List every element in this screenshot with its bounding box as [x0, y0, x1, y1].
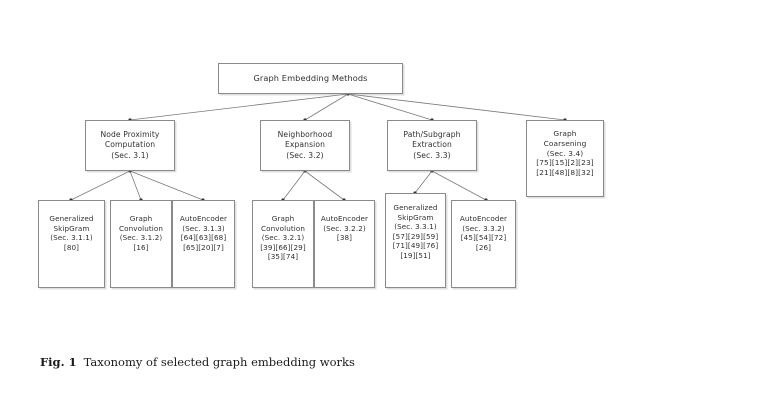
node-line: (Sec. 3.2.2): [323, 223, 366, 233]
node-path-subgraph-extraction[interactable]: Path/Subgraph Extraction (Sec. 3.3): [387, 120, 477, 171]
figure-caption-text: Taxonomy of selected graph embedding wor…: [83, 355, 355, 369]
node-line: AutoEncoder: [179, 214, 228, 223]
node-graph-embedding-methods[interactable]: Graph Embedding Methods: [218, 63, 403, 94]
node-node-proximity-computation[interactable]: Node Proximity Computation (Sec. 3.1): [85, 120, 175, 171]
node-line: Node Proximity: [100, 130, 160, 140]
node-line: Graph Embedding Methods: [253, 73, 368, 84]
node-line: (Sec. 3.4): [546, 148, 584, 158]
figure-caption: Fig. 1 Taxonomy of selected graph embeddi…: [40, 355, 355, 369]
node-autoencoder-313[interactable]: AutoEncoder (Sec. 3.1.3) [64][63][68] [6…: [172, 200, 235, 288]
node-line: (Sec. 3.1): [111, 150, 149, 160]
node-line: SkipGram: [53, 223, 90, 233]
node-line: (Sec. 3.1.1): [50, 233, 93, 242]
node-generalized-skipgram-331[interactable]: Generalized SkipGram (Sec. 3.3.1) [57][2…: [385, 193, 446, 288]
node-line: AutoEncoder: [320, 214, 369, 223]
node-citations: [21][48][8][32]: [536, 168, 594, 178]
node-line: (Sec. 3.1.2): [119, 233, 163, 242]
node-line: (Sec. 3.3.1): [394, 222, 437, 231]
node-line: Generalized: [393, 203, 438, 212]
node-citations: [16]: [133, 242, 149, 252]
node-line: AutoEncoder: [459, 214, 508, 223]
node-line: Extraction: [412, 140, 452, 150]
node-line: Graph: [129, 214, 153, 223]
node-line: Coarsening: [543, 138, 587, 148]
node-citations: [19][51]: [400, 250, 431, 260]
node-citations: [80]: [63, 242, 80, 252]
node-line: Generalized: [49, 214, 94, 223]
node-line: Graph: [553, 129, 577, 138]
node-citations: [65][20][7]: [183, 242, 224, 252]
figure-number: Fig. 1: [40, 355, 77, 369]
node-line: Neighborhood: [277, 130, 333, 140]
node-line: Graph: [271, 214, 295, 223]
node-autoencoder-322[interactable]: AutoEncoder (Sec. 3.2.2) [38]: [314, 200, 375, 288]
node-citations: [38]: [336, 233, 353, 242]
node-graph-convolution-312[interactable]: Graph Convolution (Sec. 3.1.2) [16]: [110, 200, 172, 288]
node-line: (Sec. 3.2): [286, 150, 324, 160]
node-citations: [39][66][29]: [260, 242, 306, 252]
node-line: Expansion: [284, 140, 325, 150]
node-line: SkipGram: [397, 212, 434, 222]
node-citations: [75][15][2][23]: [536, 158, 594, 168]
node-line: (Sec. 3.3): [413, 150, 451, 160]
node-neighborhood-expansion[interactable]: Neighborhood Expansion (Sec. 3.2): [260, 120, 350, 171]
node-line: Path/Subgraph: [403, 130, 461, 140]
node-line: (Sec. 3.1.3): [182, 223, 225, 233]
node-line: (Sec. 3.3.2): [462, 223, 505, 233]
node-citations: [35][74]: [267, 252, 299, 261]
node-line: Convolution: [260, 223, 306, 233]
node-generalized-skipgram-311[interactable]: Generalized SkipGram (Sec. 3.1.1) [80]: [38, 200, 105, 288]
node-line: (Sec. 3.2.1): [261, 233, 305, 242]
node-graph-convolution-321[interactable]: Graph Convolution (Sec. 3.2.1) [39][66][…: [252, 200, 314, 288]
node-graph-coarsening[interactable]: Graph Coarsening (Sec. 3.4) [75][15][2][…: [526, 120, 604, 197]
node-line: Computation: [104, 140, 156, 150]
node-citations: [71][49][76]: [392, 241, 439, 250]
node-citations: [26]: [475, 242, 492, 252]
node-citations: [45][54][72]: [460, 233, 507, 242]
node-citations: [64][63][68]: [180, 233, 227, 242]
node-line: Convolution: [118, 223, 164, 233]
node-citations: [57][29][59]: [392, 231, 439, 241]
node-autoencoder-332[interactable]: AutoEncoder (Sec. 3.3.2) [45][54][72] [2…: [451, 200, 516, 288]
